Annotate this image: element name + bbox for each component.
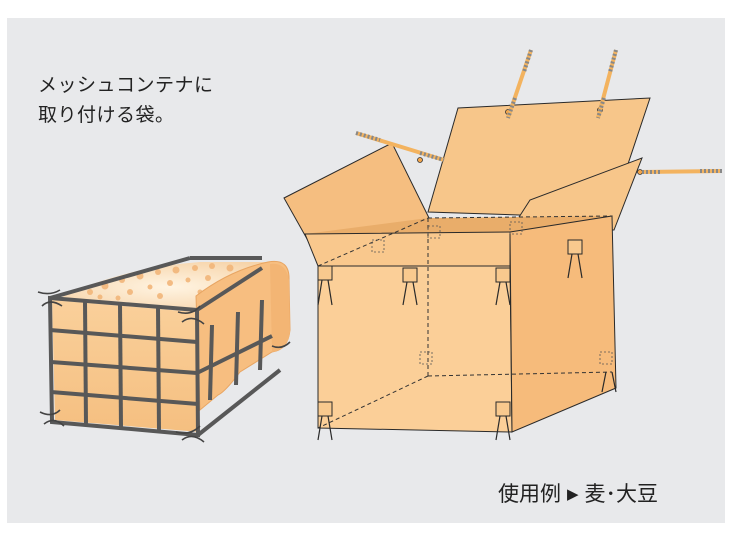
ring-pole-icon	[355, 49, 723, 174]
usage-label: 使用例	[498, 482, 561, 506]
usage-items: 麦･大豆	[584, 482, 659, 506]
mesh-grid	[47, 256, 282, 438]
tie-knots	[37, 289, 291, 443]
open-bag-illustration	[283, 97, 651, 441]
usage-example: 使用例 ▶ 麦･大豆	[498, 478, 658, 508]
bag-side-face	[509, 215, 617, 433]
caption-line-2: 取り付ける袋。	[38, 104, 175, 126]
mesh-container-illustration	[37, 256, 291, 443]
caption-line-1: メッシュコンテナに	[38, 74, 214, 96]
corner-loops	[317, 239, 583, 417]
bag-side-flap	[195, 260, 291, 412]
triangle-right-icon: ▶	[567, 485, 579, 503]
tie-straps	[317, 253, 617, 441]
caption: メッシュコンテナに 取り付ける袋。	[38, 70, 214, 130]
